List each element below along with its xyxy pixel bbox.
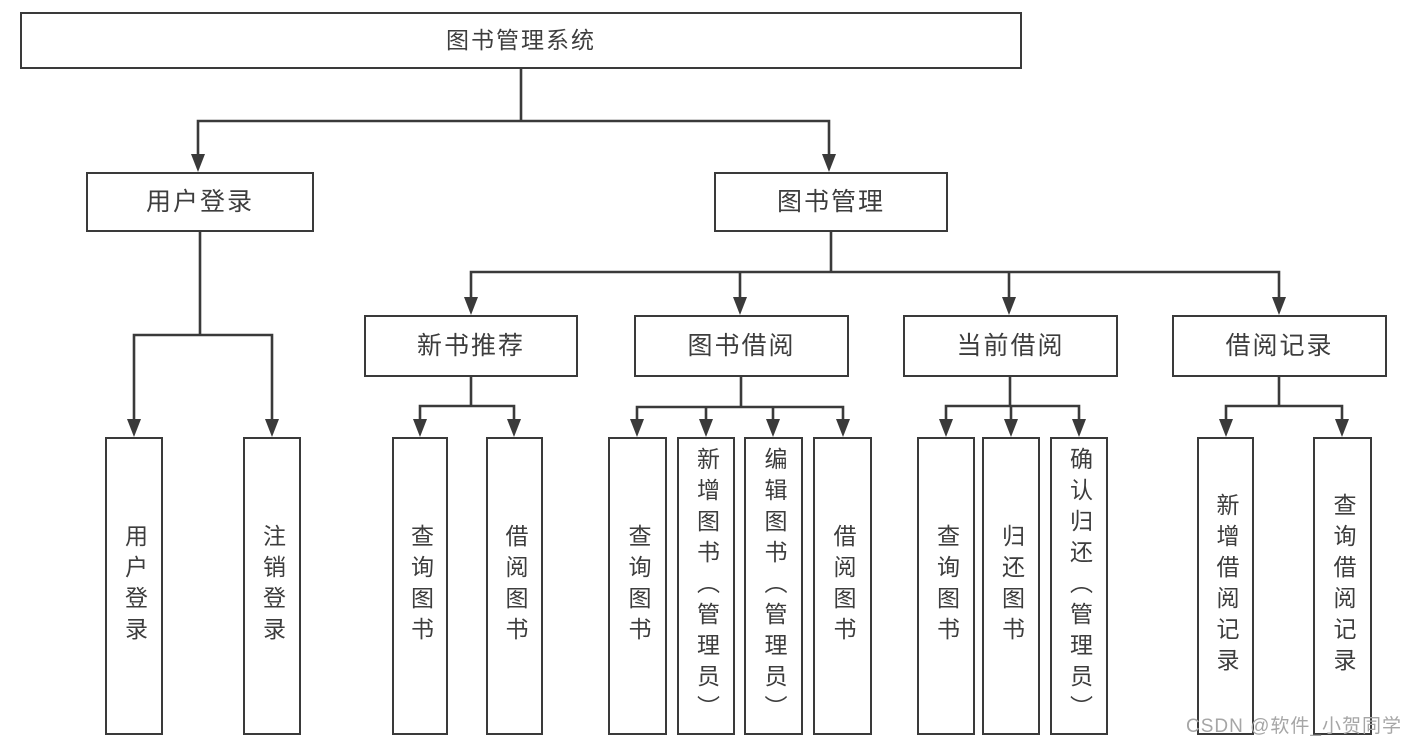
leaf-borrow-books: 借阅图书 bbox=[813, 437, 872, 735]
leaf-return-book: 归还图书 bbox=[982, 437, 1040, 735]
node-borrowing-records: 借阅记录 bbox=[1172, 315, 1387, 377]
leaf-label: 确认归还（管理员） bbox=[1066, 446, 1093, 726]
leaf-query-books-borrowing: 查询图书 bbox=[608, 437, 667, 735]
leaf-add-book-admin: 新增图书（管理员） bbox=[677, 437, 735, 735]
leaf-label: 归还图书 bbox=[998, 524, 1025, 648]
leaf-label: 注销登录 bbox=[259, 524, 286, 648]
leaf-query-books-current: 查询图书 bbox=[917, 437, 975, 735]
node-library-management-system: 图书管理系统 bbox=[20, 12, 1022, 69]
node-user-login: 用户登录 bbox=[86, 172, 314, 232]
leaf-query-books-recommend: 查询图书 bbox=[392, 437, 448, 735]
node-current-borrowing: 当前借阅 bbox=[903, 315, 1118, 377]
leaf-label: 查询借阅记录 bbox=[1330, 493, 1356, 679]
leaf-label: 新增图书（管理员） bbox=[693, 446, 720, 726]
leaf-borrow-books-recommend: 借阅图书 bbox=[486, 437, 543, 735]
leaf-user-login: 用户登录 bbox=[105, 437, 163, 735]
leaf-add-borrow-record: 新增借阅记录 bbox=[1197, 437, 1254, 735]
node-book-borrowing: 图书借阅 bbox=[634, 315, 849, 377]
node-book-management: 图书管理 bbox=[714, 172, 948, 232]
leaf-label: 查询图书 bbox=[625, 524, 651, 648]
leaf-query-borrow-record: 查询借阅记录 bbox=[1313, 437, 1372, 735]
leaf-label: 新增借阅记录 bbox=[1213, 493, 1239, 679]
leaf-label: 编辑图书（管理员） bbox=[761, 446, 787, 726]
leaf-edit-book-admin: 编辑图书（管理员） bbox=[744, 437, 803, 735]
watermark-text: CSDN @软件_小贺同学 bbox=[1186, 716, 1402, 737]
leaf-label: 借阅图书 bbox=[830, 524, 856, 648]
leaf-label: 用户登录 bbox=[121, 524, 148, 648]
leaf-logout: 注销登录 bbox=[243, 437, 301, 735]
leaf-confirm-return-admin: 确认归还（管理员） bbox=[1050, 437, 1108, 735]
node-new-book-recommend: 新书推荐 bbox=[364, 315, 578, 377]
leaf-label: 查询图书 bbox=[933, 524, 960, 648]
leaf-label: 查询图书 bbox=[407, 524, 434, 648]
leaf-label: 借阅图书 bbox=[502, 524, 528, 648]
